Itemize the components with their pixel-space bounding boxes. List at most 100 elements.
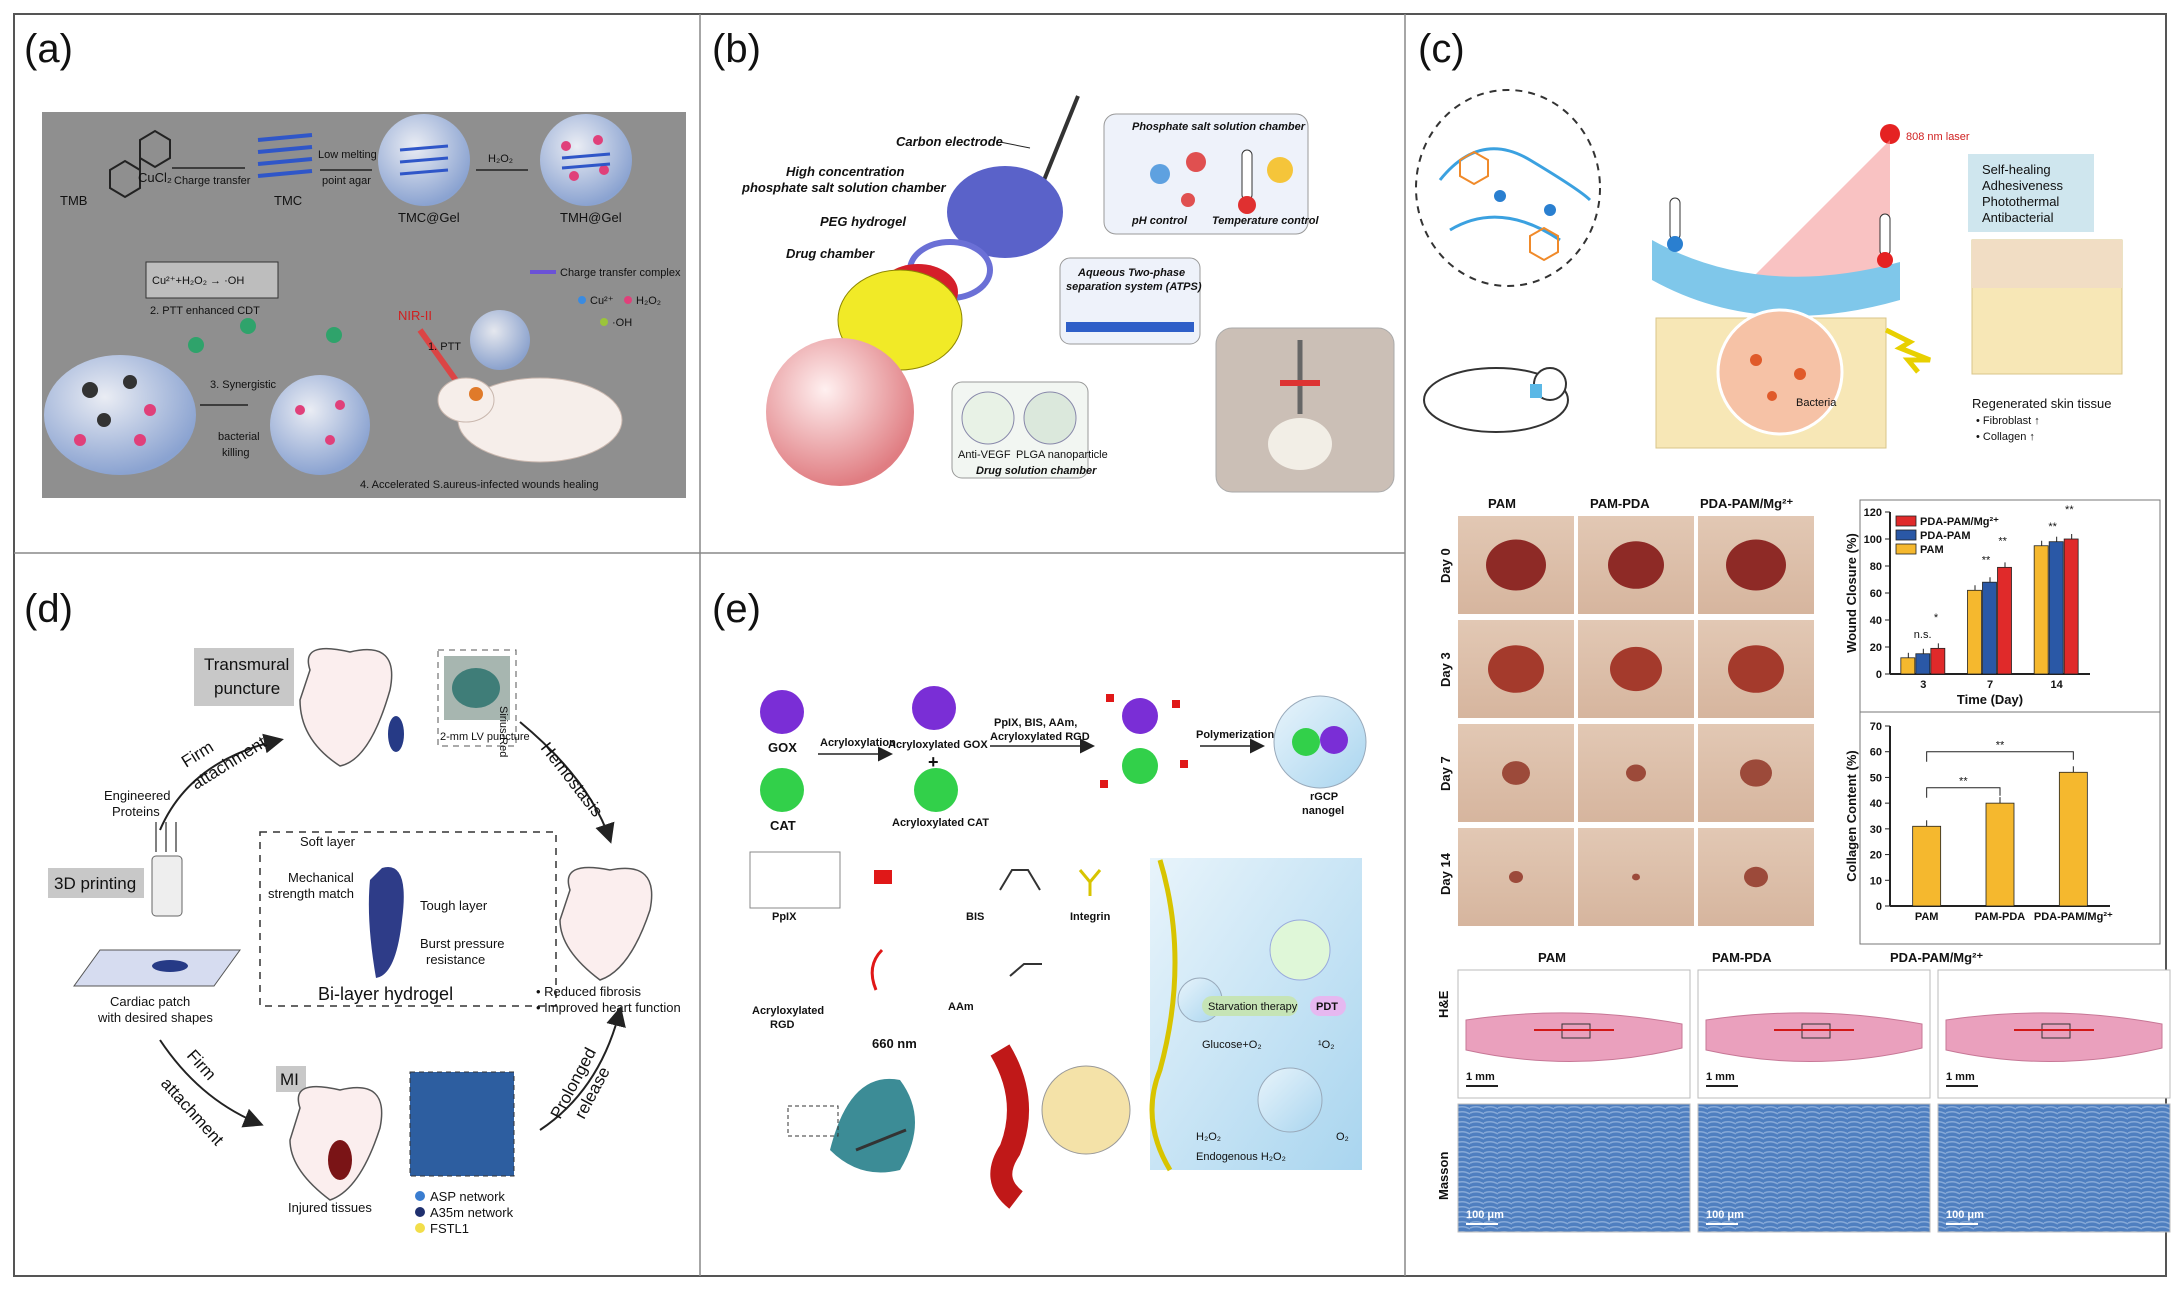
significance-mark: **	[1996, 740, 2005, 752]
acr-gox-cluster	[912, 686, 956, 730]
wound-zoom	[1716, 308, 1844, 436]
arrow-prolonged	[539, 1006, 626, 1131]
label-ppix: PpIX	[772, 911, 797, 923]
ion-red-2	[1181, 193, 1195, 207]
legend-h2o2-dot	[624, 296, 632, 304]
label-temp-control: Temperature control	[1212, 215, 1320, 227]
mix-gox	[1122, 698, 1158, 734]
tmc-stack	[257, 133, 313, 178]
legend-swatch	[1895, 515, 1917, 527]
leader-electrode	[999, 141, 1031, 149]
ion-red-1	[1186, 152, 1206, 172]
masson-panel	[1697, 1103, 1931, 1233]
mouse-patch	[1530, 384, 1542, 398]
integrin-symbol	[1078, 869, 1102, 896]
label-acr-rgd-1: Acryloxylated	[752, 1005, 824, 1017]
bar-PAM	[2033, 545, 2049, 675]
y-tick-label: 60	[1870, 588, 1882, 600]
legend-oh-label: ·OH	[612, 317, 632, 329]
thermometer-icon	[1241, 149, 1253, 201]
patch-top	[388, 716, 404, 752]
x-tick-label: 14	[2051, 679, 2064, 691]
wound-area	[1728, 645, 1784, 693]
x-axis-label: Time (Day)	[1957, 692, 2023, 707]
histo-col-pda-pam-mg: PDA-PAM/Mg²⁺	[1890, 950, 1983, 965]
wound-area	[1744, 866, 1768, 888]
label-phosphate-title: Phosphate salt solution chamber	[1132, 121, 1306, 133]
masson-panel	[1937, 1103, 2171, 1233]
label-printing: 3D printing	[54, 874, 136, 893]
plus-sign: +	[928, 752, 939, 772]
label-singlet: ¹O₂	[1318, 1039, 1335, 1051]
panel-c-label: (c)	[1418, 27, 1465, 71]
wound-col-pam-pda: PAM-PDA	[1590, 496, 1650, 511]
wound-area	[1626, 764, 1646, 782]
device-photo	[1215, 327, 1395, 493]
x-tick-label: PAM-PDA	[1975, 911, 2026, 923]
label-point-agar: point agar	[322, 175, 371, 187]
label-gox: GOX	[768, 740, 797, 755]
label-polymerization: Polymerization	[1196, 729, 1275, 741]
bar-PDA-PAM/Mg²⁺	[1997, 566, 2012, 675]
label-cucl2: CuCl₂	[138, 170, 172, 185]
label-collagen: • Collagen ↑	[1976, 431, 2035, 443]
label-wound-healing: 4. Accelerated S.aureus-infected wounds …	[360, 479, 599, 491]
histo-col-pam: PAM	[1538, 950, 1566, 965]
laser-source	[1880, 124, 1900, 144]
cdt-box	[145, 261, 279, 299]
he-tissue	[1705, 1012, 1923, 1063]
starvation-pill	[1202, 996, 1298, 1016]
legend-cu-label: Cu²⁺	[590, 295, 614, 307]
bar-PDA-PAM	[1915, 653, 1931, 675]
label-transmural-1: Transmural	[204, 655, 289, 674]
label-low-melting: Low melting	[318, 149, 377, 161]
thermometer-hot-icon	[1879, 213, 1891, 257]
scale-label-100um: 100 μm	[1946, 1209, 1984, 1221]
label-lv-puncture: 2-mm LV puncture	[440, 731, 530, 743]
legend-fstl1-dot	[415, 1223, 425, 1233]
regenerated-skin-top	[1972, 240, 2122, 288]
property-photothermal: Photothermal	[1982, 194, 2059, 209]
legend-complex-label: Charge transfer complex	[560, 267, 681, 279]
scale-label-1mm: 1 mm	[1946, 1071, 1975, 1083]
label-mech-1: Mechanical	[288, 870, 354, 885]
photo-eye	[1268, 418, 1332, 470]
label-glucose: Glucose+O₂	[1202, 1039, 1262, 1051]
label-atps-2: separation system (ATPS)	[1066, 281, 1202, 293]
label-synergistic-3: killing	[222, 447, 250, 459]
tmb-molecule	[109, 129, 171, 199]
label-cdt-equation: Cu²⁺+H₂O₂ → ·OH	[152, 275, 244, 287]
label-burst-1: Burst pressure	[420, 936, 505, 951]
label-ptt: 1. PTT	[428, 341, 461, 353]
acr-cat-cluster	[914, 768, 958, 812]
y-tick-label: 0	[1876, 901, 1882, 913]
label-rgcp-2: nanogel	[1302, 805, 1344, 817]
syringe-icon	[151, 855, 183, 917]
syringe-e	[855, 1128, 907, 1152]
arrow-hemostasis	[519, 721, 615, 844]
rgd-symbol	[870, 948, 884, 991]
y-tick-label: 30	[1870, 824, 1882, 836]
mouse-wound	[469, 387, 483, 401]
label-cardiac-2: with desired shapes	[97, 1010, 213, 1025]
bilayer-hydrogel-shape	[368, 867, 404, 978]
eye-ball	[766, 338, 914, 486]
significance-mark: **	[1959, 776, 1968, 788]
label-ptt-cdt: 2. PTT enhanced CDT	[150, 305, 260, 317]
label-rgcp-1: rGCP	[1310, 791, 1338, 803]
label-improved-heart: • Improved heart function	[536, 1000, 681, 1015]
x-tick-label: PDA-PAM/Mg²⁺	[2034, 911, 2113, 923]
properties-box	[1968, 154, 2094, 232]
wound-area	[1509, 871, 1523, 883]
label-tmc-gel: TMC@Gel	[398, 210, 460, 225]
ppix-symbol	[874, 870, 892, 884]
label-hemostasis: Hemostasis	[537, 739, 607, 821]
label-mi: MI	[280, 1070, 299, 1089]
gel-bacteria-right	[270, 375, 370, 475]
gel-on-mouse	[470, 310, 530, 370]
label-tmh-gel: TMH@Gel	[560, 210, 622, 225]
label-charge-transfer: Charge transfer	[174, 175, 251, 187]
significance-mark: **	[2065, 504, 2074, 516]
nucleus	[1269, 919, 1331, 981]
